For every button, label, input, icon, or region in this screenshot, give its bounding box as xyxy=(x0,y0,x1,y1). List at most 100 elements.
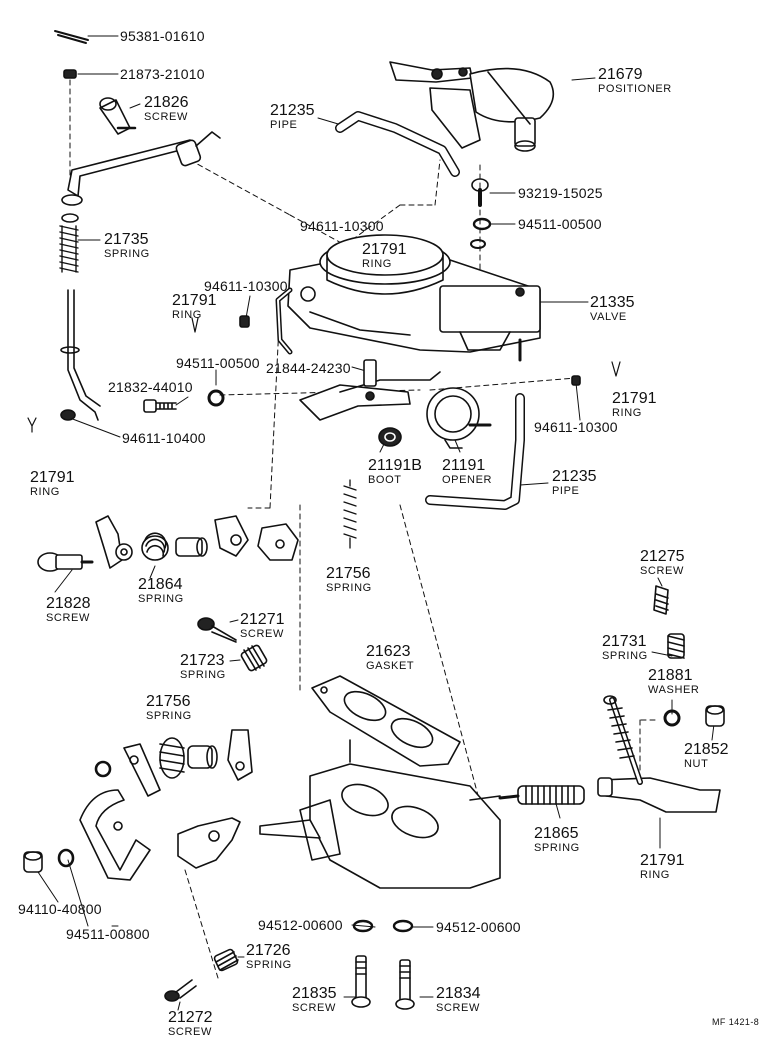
washer-left-lower xyxy=(94,760,112,778)
throttle-lever-right xyxy=(597,695,721,813)
pipe-21235-lower xyxy=(425,393,525,510)
ring-21791-upper xyxy=(191,317,199,333)
part-name: WASHER xyxy=(648,684,700,696)
part-number: 21834 xyxy=(436,985,481,1002)
spring-21723 xyxy=(240,644,268,672)
part-name: RING xyxy=(640,869,670,881)
lever-cam-lower xyxy=(123,743,161,797)
label-94611-10300-left: 94611-10300 xyxy=(204,278,288,294)
part-number: 21731 xyxy=(602,633,647,650)
part-number: 21623 xyxy=(366,643,411,660)
part-number: 21275 xyxy=(640,548,685,565)
part-name: VALVE xyxy=(590,311,627,323)
part-name: PIPE xyxy=(270,119,298,131)
carburetor-lower-body xyxy=(259,739,501,889)
screw-21835 xyxy=(351,955,371,1008)
part-number: 21881 xyxy=(648,667,693,684)
part-name: SPRING xyxy=(180,669,226,681)
part-name: SPRING xyxy=(138,593,184,605)
part-name: RING xyxy=(612,407,642,419)
label-94611-10300-top: 94611-10300 xyxy=(300,218,384,234)
screw-21272 xyxy=(164,979,197,1002)
washer-94511-left xyxy=(207,389,225,407)
screw-21826 xyxy=(99,97,137,135)
part-number: 21791 xyxy=(362,241,407,258)
part-name: SCREW xyxy=(640,565,684,577)
washer-small-upper xyxy=(470,239,486,249)
ring-21791-right xyxy=(611,361,621,377)
screw-21828 xyxy=(37,552,94,572)
part-number: 21191B xyxy=(368,457,422,474)
link-rod xyxy=(60,289,101,421)
assembly-dash-lines xyxy=(69,79,656,979)
part-name: SPRING xyxy=(602,650,648,662)
spring-21726 xyxy=(213,948,239,972)
part-number: 21756 xyxy=(326,565,371,582)
label-21873-21010: 21873-21010 xyxy=(120,66,205,82)
boot-21191b xyxy=(378,427,402,447)
part-number: 21791 xyxy=(640,852,685,869)
nut-21852 xyxy=(705,705,725,727)
part-number: 21826 xyxy=(144,94,189,111)
part-name: RING xyxy=(362,258,392,270)
nut-21873 xyxy=(63,69,77,79)
part-name: SCREW xyxy=(168,1026,212,1038)
label-94512-00600-right: 94512-00600 xyxy=(436,919,521,935)
pipe-21235-upper xyxy=(335,111,460,177)
label-94110-40800: 94110-40800 xyxy=(18,901,102,917)
part-name: SPRING xyxy=(104,248,150,260)
part-name: SCREW xyxy=(436,1002,480,1014)
part-name: BOOT xyxy=(368,474,402,486)
label-94512-00600-left: 94512-00600 xyxy=(258,917,343,933)
lever-middle xyxy=(214,515,249,557)
part-name: SCREW xyxy=(144,111,188,123)
part-number: 21235 xyxy=(552,468,597,485)
washer-94511-upper xyxy=(472,217,492,231)
screw-21834 xyxy=(395,959,415,1010)
screw-21271 xyxy=(197,617,237,643)
sleeve-lower xyxy=(187,745,218,769)
figure-code: MF 1421-8 xyxy=(712,1017,760,1027)
lever-bracket xyxy=(257,523,299,561)
label-94611-10300-right: 94611-10300 xyxy=(534,419,618,435)
part-number: 21735 xyxy=(104,231,149,248)
part-name: SCREW xyxy=(292,1002,336,1014)
opener-21191 xyxy=(426,387,492,449)
part-number: 21791 xyxy=(172,292,217,309)
label-21832-44010: 21832-44010 xyxy=(108,379,193,395)
part-name: SCREW xyxy=(46,612,90,624)
lever-cam-left xyxy=(95,515,133,569)
spring-21731 xyxy=(667,633,685,659)
part-name: POSITIONER xyxy=(598,83,672,95)
part-name: RING xyxy=(30,486,60,498)
part-number: 21864 xyxy=(138,576,183,593)
part-number: 21191 xyxy=(442,457,486,474)
leader-lines xyxy=(37,35,715,1011)
label-21844-24230: 21844-24230 xyxy=(266,360,351,376)
throttle-lever-arm xyxy=(61,131,221,223)
part-name: GASKET xyxy=(366,660,415,672)
gasket-21623 xyxy=(311,675,461,767)
spring-21865 xyxy=(498,785,585,805)
label-94511-00500-left: 94511-00500 xyxy=(176,355,260,371)
